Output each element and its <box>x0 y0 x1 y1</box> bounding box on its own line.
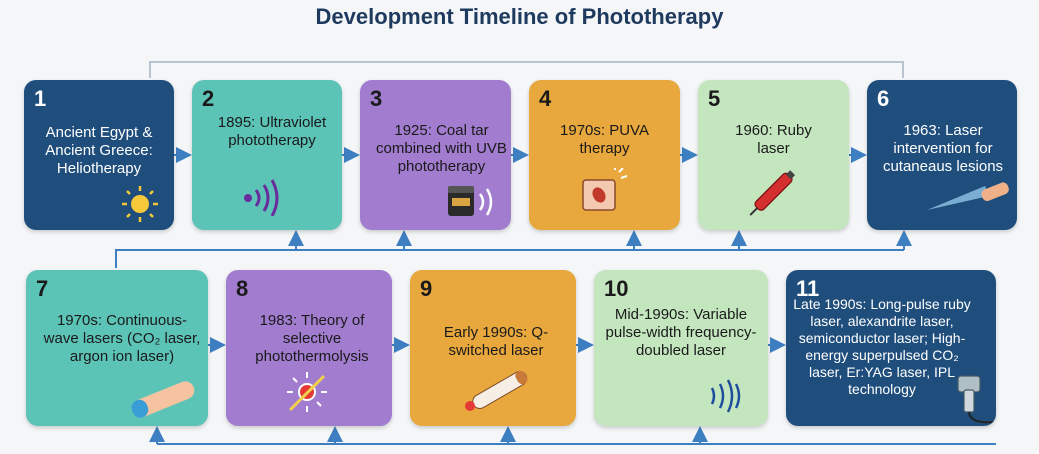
step-text: 1925: Coal tar combined with UVB phototh… <box>376 122 507 175</box>
step-number: 3 <box>370 86 383 111</box>
step-text: 1960: Ruby laser <box>735 122 812 157</box>
cw-laser-icon <box>131 381 195 418</box>
step-text: 1895: Ultraviolet phototherapy <box>217 114 327 149</box>
step-card-1: 1 Ancient Egypt & Ancient Greece: Heliot… <box>24 80 174 230</box>
step-number: 8 <box>236 276 249 301</box>
ipl-handpiece-icon <box>957 375 995 424</box>
middle-connector-line <box>115 249 904 268</box>
step-text: Mid-1990s: Variable pulse-width frequenc… <box>605 306 757 359</box>
laser-beam-icon <box>927 182 1009 210</box>
step-number: 10 <box>604 276 629 301</box>
skin-sample-icon <box>582 168 628 211</box>
step-text: 1970s: PUVA therapy <box>560 122 649 157</box>
step-card-8: 8 1983: Theory of selective photothermol… <box>226 270 392 426</box>
step-number: 9 <box>420 276 433 301</box>
step-number: 1 <box>34 86 47 111</box>
step-card-11: 11 Late 1990s: Long-pulse ruby laser, al… <box>786 270 996 426</box>
step-card-9: 9 Early 1990s: Q-switched laser <box>410 270 576 426</box>
step-number: 6 <box>877 86 890 111</box>
step-number: 5 <box>708 86 721 111</box>
q-switched-laser-icon <box>465 370 528 411</box>
uv-waves-icon <box>244 179 279 216</box>
step-card-10: 10 Mid-1990s: Variable pulse-width frequ… <box>594 270 768 426</box>
step-text: 1970s: Continuous-wave lasers (CO₂ laser… <box>43 312 201 365</box>
step-text: Early 1990s: Q-switched laser <box>443 324 549 359</box>
step-card-2: 2 1895: Ultraviolet phototherapy <box>192 80 342 230</box>
step-text: 1983: Theory of selective photothermolys… <box>255 312 369 365</box>
ruby-laser-icon <box>749 170 796 216</box>
step-text: Late 1990s: Long-pulse ruby laser, alexa… <box>793 296 971 397</box>
step-card-7: 7 1970s: Continuous-wave lasers (CO₂ las… <box>26 270 208 426</box>
step-text: Ancient Egypt & Ancient Greece: Heliothe… <box>45 124 153 177</box>
step-card-4: 4 1970s: PUVA therapy <box>529 80 680 230</box>
step-number: 7 <box>36 276 49 301</box>
step-card-5: 5 1960: Ruby laser <box>698 80 849 230</box>
step-number: 2 <box>202 86 215 111</box>
pulse-waves-icon <box>710 379 741 413</box>
page-title: Development Timeline of Phototherapy <box>315 4 724 29</box>
step-number: 11 <box>796 276 820 301</box>
target-icon <box>287 372 327 412</box>
step-card-6: 6 1963: Laser intervention for cutaneaus… <box>867 80 1017 230</box>
coal-tar-jar-icon <box>448 186 493 216</box>
step-text: 1963: Laser intervention for cutaneaus l… <box>882 122 1004 175</box>
step-card-3: 3 1925: Coal tar combined with UVB photo… <box>360 80 511 230</box>
top-bracket-line <box>149 61 904 78</box>
step-number: 4 <box>539 86 552 111</box>
sun-icon <box>122 186 158 222</box>
